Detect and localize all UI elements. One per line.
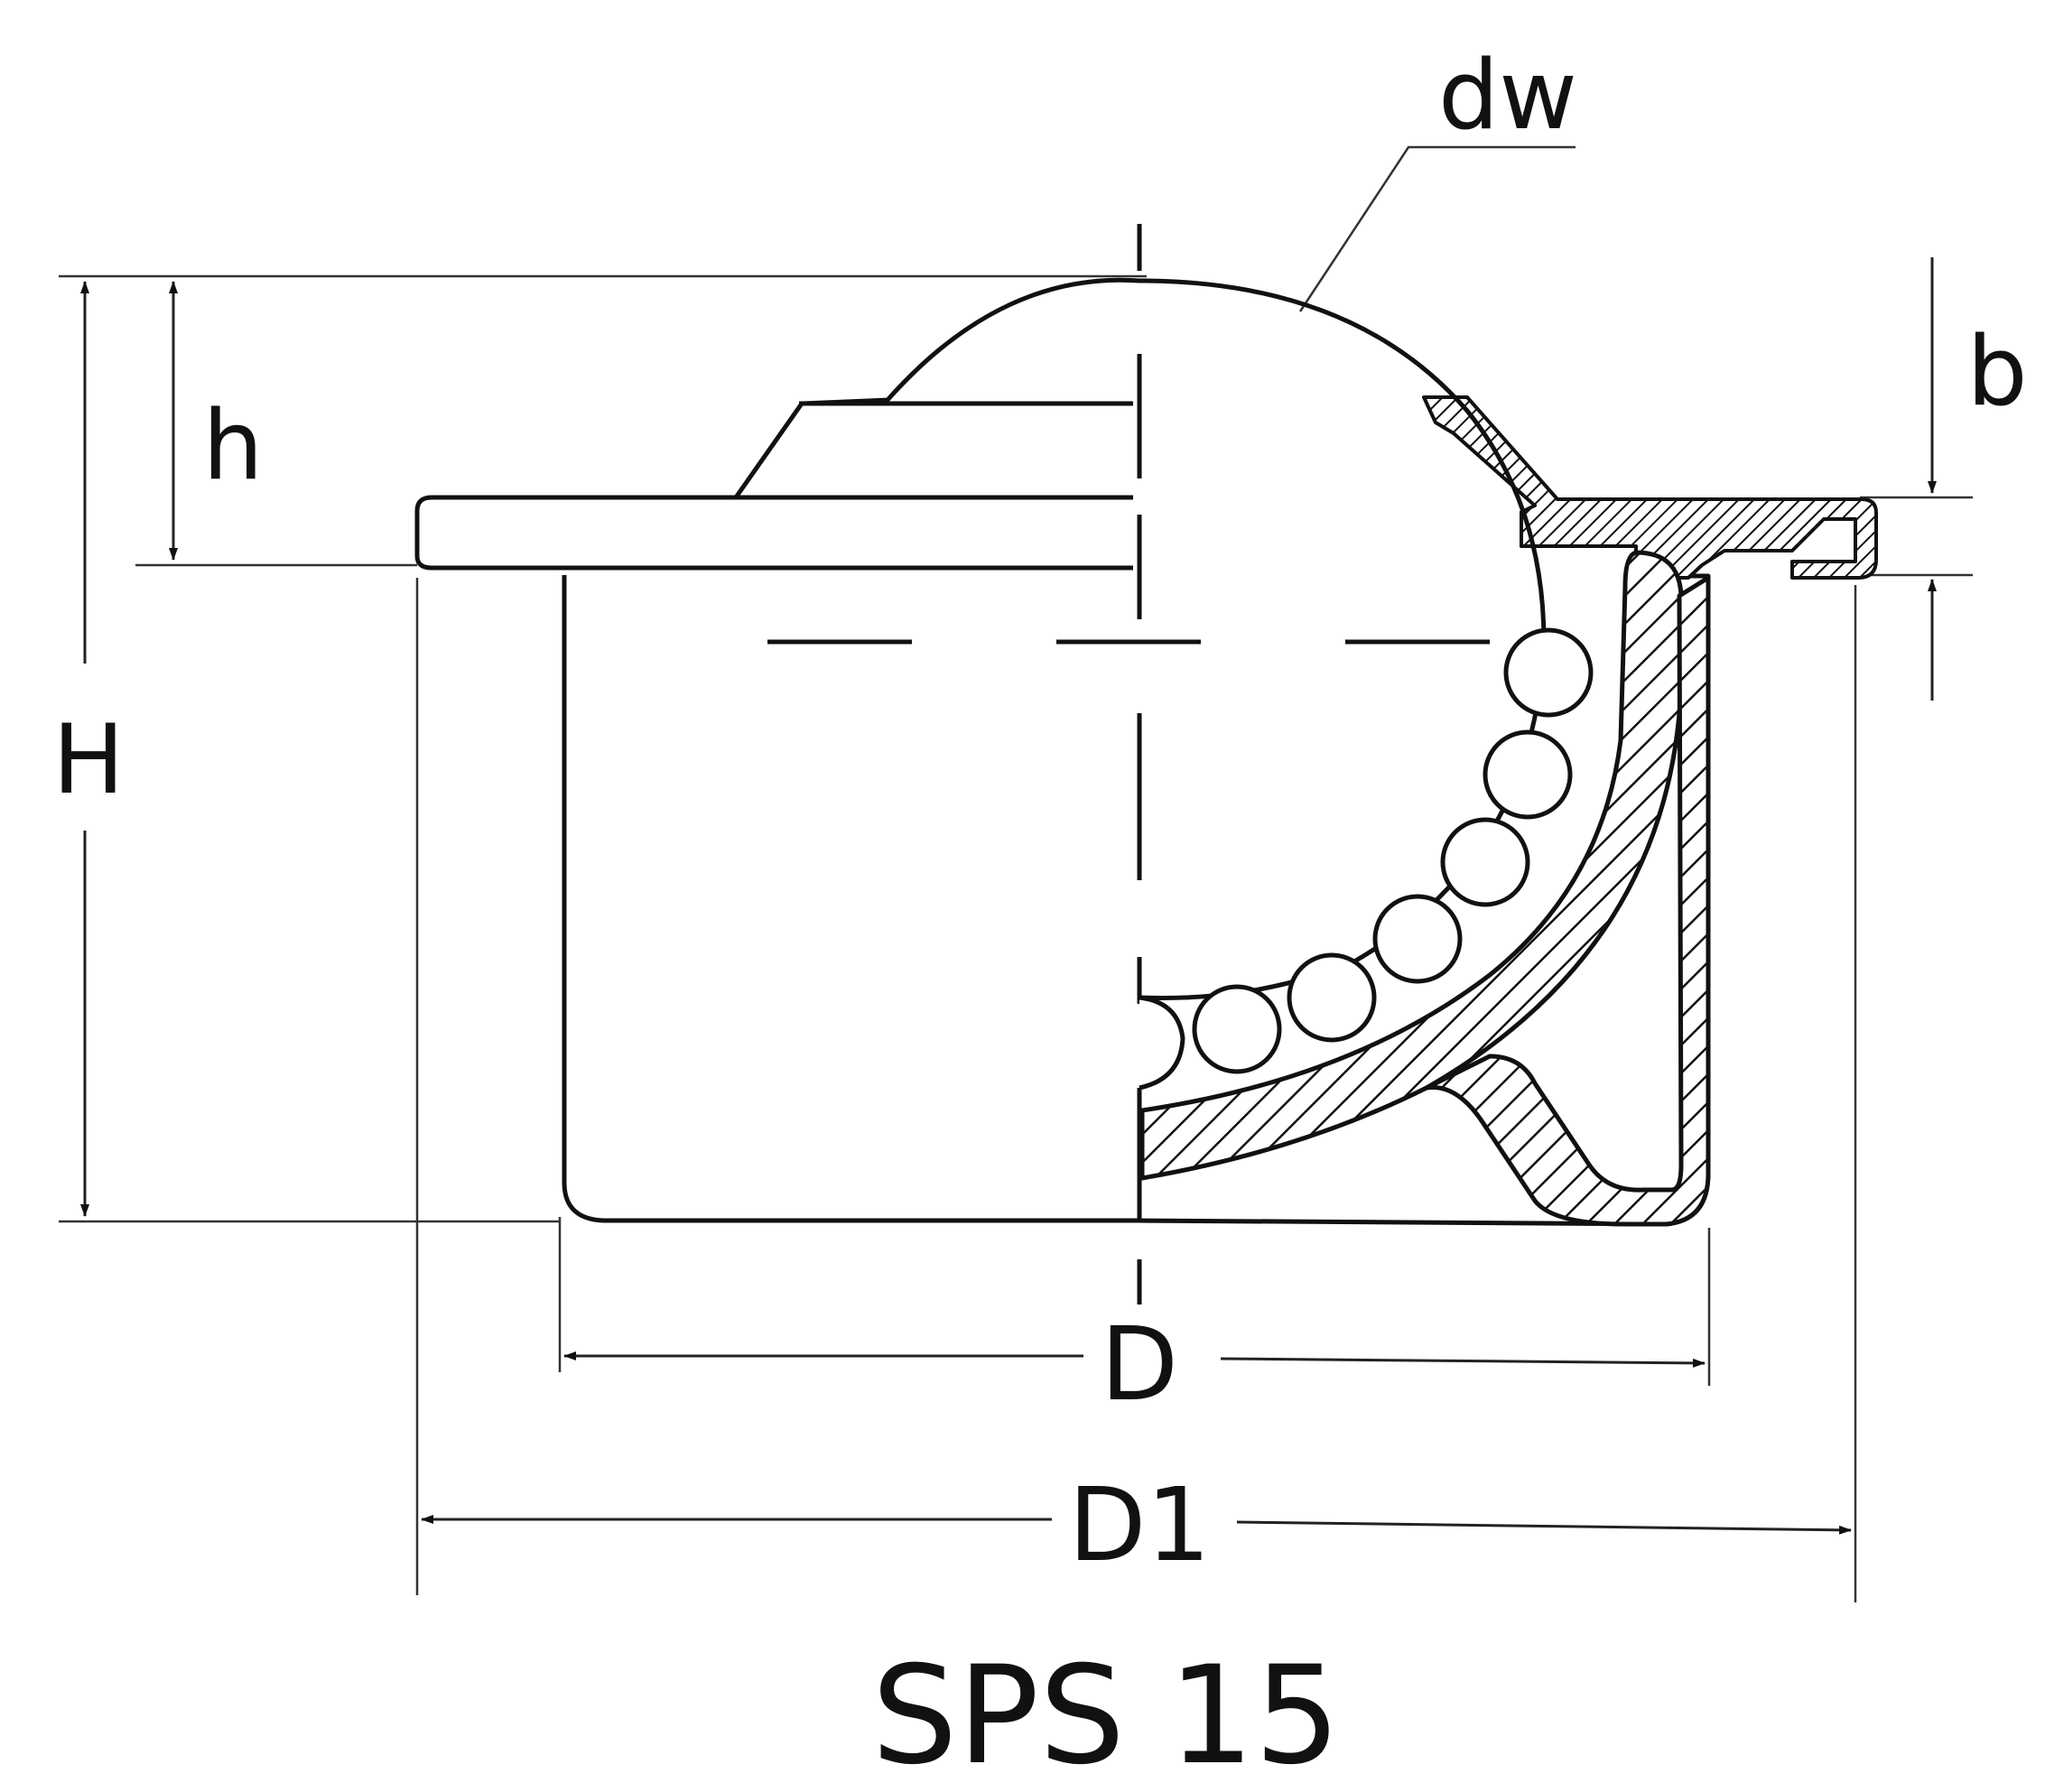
label-b: b (1966, 316, 2027, 427)
main-ball (886, 277, 1547, 1000)
dimension-arrows (80, 257, 1937, 1535)
dimension-labels: dw b h H D D1 SPS 15 (52, 40, 2028, 1792)
center-lines (767, 224, 1490, 1305)
caption: SPS 15 (871, 1638, 1340, 1792)
hatched-sections (1139, 395, 1878, 1227)
extension-lines (59, 145, 1973, 1602)
label-D: D (1101, 1306, 1178, 1424)
label-dw: dw (1438, 40, 1577, 151)
label-H: H (52, 704, 125, 815)
support-balls (1137, 627, 1594, 1219)
label-h: h (202, 390, 263, 501)
label-D1: D1 (1068, 1467, 1211, 1584)
